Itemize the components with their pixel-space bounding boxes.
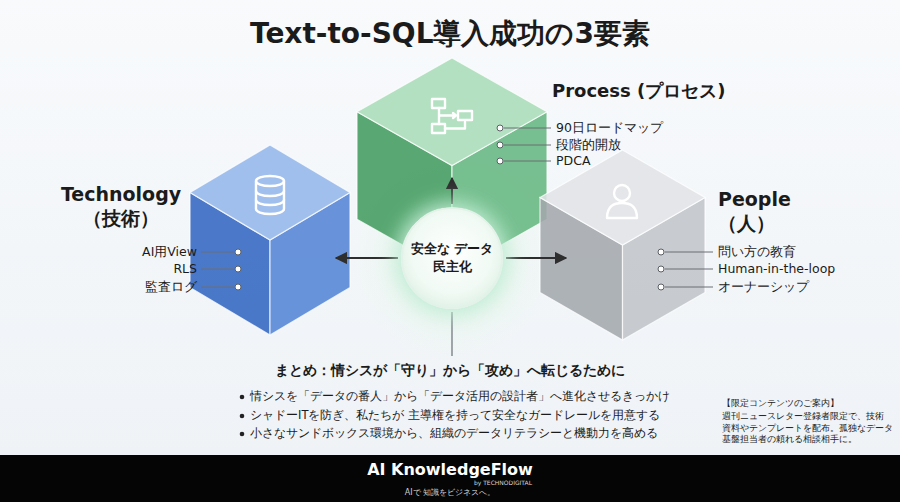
leader-dot	[658, 284, 664, 290]
leader-line	[665, 269, 713, 270]
leader-line	[201, 269, 234, 270]
cube-top-face	[540, 150, 705, 245]
leader-dot	[497, 125, 503, 131]
cube-icon	[256, 176, 284, 214]
flow-icon-lines	[439, 108, 465, 129]
factor-item: AI用View	[142, 244, 197, 260]
leader-line	[504, 161, 551, 162]
summary-bullet: 小さなサンドボックス環境から、組織のデータリテラシーと機動力を高める	[250, 426, 658, 440]
database-icon-body	[256, 181, 284, 214]
leader-line	[665, 252, 713, 253]
leader-line	[201, 252, 234, 253]
connector-arrow	[451, 178, 453, 204]
footer-text: AI KnowledgeFlow	[0, 460, 900, 480]
leader-dot	[497, 158, 503, 164]
factor-item: オーナーシップ	[718, 279, 809, 295]
cube-heading: People （人）	[718, 188, 814, 236]
bullet-dot	[240, 414, 245, 419]
people-cube: People （人）	[540, 150, 705, 340]
cube-icon	[432, 99, 472, 133]
center-text: 安全な データ民主化	[410, 240, 494, 275]
footer-band: AI KnowledgeFlowby TECHNODIGITALAIで 知識をビ…	[0, 455, 900, 502]
cube-top-face	[190, 145, 350, 240]
leader-line	[665, 287, 713, 288]
factor-item: RLS	[173, 261, 197, 277]
leader-dot	[235, 284, 241, 290]
bullet-dot	[240, 432, 245, 437]
leader-line	[201, 287, 234, 288]
connector-arrow	[506, 257, 566, 259]
notice-text: 週刊ニュースレター登録者限定で、技術 資料やテンプレートを配布。孤独なデータ 基…	[722, 411, 894, 446]
cube-heading: Technology （技術）	[56, 183, 186, 231]
cube-icon	[607, 185, 637, 218]
leader-dot	[497, 142, 503, 148]
technology-cube: Technology （技術）	[190, 145, 350, 335]
footer-text: AIで 知識をビジネスへ。	[0, 488, 900, 498]
factor-item: 監査ログ	[145, 279, 197, 295]
footer-text: by TECHNODIGITAL	[0, 479, 532, 487]
flow-icon-box	[432, 99, 445, 108]
flow-icon-box	[458, 111, 472, 120]
summary-bullet: 情シスを「データの番人」から「データ活用の設計者」へ進化させるきっかけ	[250, 389, 670, 403]
factor-item: 段階的開放	[556, 137, 621, 153]
connector-arrow	[336, 257, 398, 259]
flow-icon-box	[432, 124, 445, 133]
factor-item: PDCA	[556, 153, 590, 169]
center-circle: 安全な データ民主化	[401, 207, 503, 309]
leader-dot	[658, 249, 664, 255]
person-icon-head	[614, 185, 630, 201]
person-icon-body	[607, 203, 637, 218]
database-icon-top	[256, 176, 284, 186]
bullet-dot	[240, 395, 245, 400]
cube-heading: Process (プロセス)	[552, 80, 725, 103]
diagram-title: Text-to-SQL導入成功の3要素	[0, 16, 900, 51]
cube-top-face	[357, 58, 547, 166]
leader-dot	[235, 266, 241, 272]
summary-bullet: シャドーITを防ぎ、私たちが 主導権を持って安全なガードレールを用意する	[250, 408, 660, 422]
leader-line	[504, 128, 551, 129]
cube-shape	[190, 145, 350, 335]
leader-dot	[658, 266, 664, 272]
factor-item: 90日ロードマップ	[556, 120, 663, 136]
summary-bullets	[240, 395, 245, 437]
cube-shape	[540, 150, 705, 340]
notice-text: 【限定コンテンツのご案内】	[722, 398, 839, 409]
leader-line	[504, 145, 551, 146]
summary-heading: まとめ：情シスが「守り」から「攻め」へ転じるために	[0, 362, 900, 380]
factor-item: 問い方の教育	[718, 244, 796, 260]
summary-link-line	[451, 312, 452, 356]
database-icon-bands	[256, 191, 284, 205]
leader-dot	[235, 249, 241, 255]
factor-item: Human-in-the-loop	[718, 261, 835, 277]
